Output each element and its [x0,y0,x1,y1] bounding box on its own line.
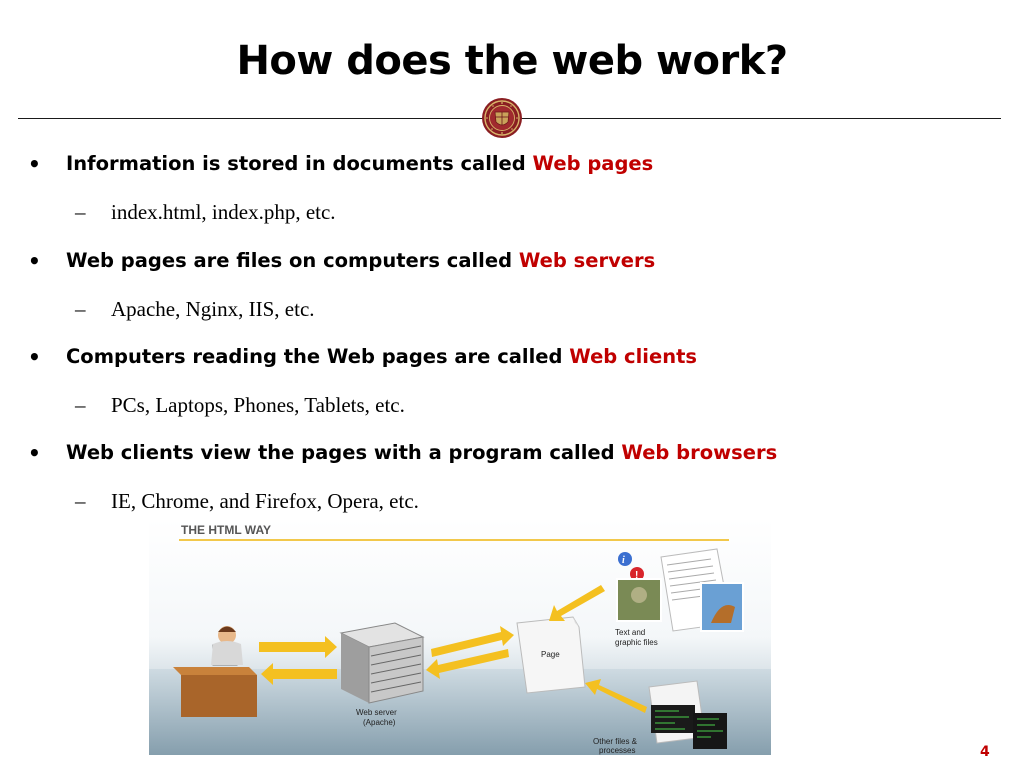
svg-text:i: i [622,555,625,566]
bullet-dot: • [28,345,41,369]
sub-bullet-dash: – [75,297,86,321]
arrow-other-to-page [585,679,647,713]
sub-bullet-dash: – [75,489,86,513]
bullet-dot: • [28,249,41,273]
sub-bullet-4-text: IE, Chrome, and Firefox, Opera, etc. [111,489,419,513]
sub-bullet-3-text: PCs, Laptops, Phones, Tablets, etc. [111,393,405,417]
bullet-4-text: Web clients view the pages with a progra… [66,441,622,464]
web-server-icon [339,622,425,704]
sub-bullet-dash: – [75,393,86,417]
arrow-files-to-page [549,585,605,621]
bullet-2-text: Web pages are files on computers called [66,249,519,272]
arrow-server-to-client-bottom [261,663,337,685]
banner-underline [179,539,729,541]
page-document-icon [516,616,586,694]
sub-bullet-2-text: Apache, Nginx, IIS, etc. [111,297,315,321]
page-number: 4 [980,744,990,760]
arrow-server-to-page [431,626,514,657]
bullet-1-highlight: Web pages [532,152,654,175]
bullet-dot: • [28,441,41,465]
bullet-3-text: Computers reading the Web pages are call… [66,345,570,368]
bullet-dot: • [28,152,41,176]
computer-user-icon [173,626,257,717]
diagram-banner: THE HTML WAY [181,523,271,537]
text-graphic-label-line1: Text and [615,628,645,637]
slide-title: How does the web work? [236,38,788,84]
html-way-diagram: THE HTML WAY Web server (Apache) Page [149,519,771,755]
web-server-label-line1: Web server [356,708,397,717]
bullet-3-highlight: Web clients [569,345,697,368]
page-label: Page [541,650,560,659]
arrow-page-to-server [426,649,509,679]
arrow-client-to-server-top [259,636,337,658]
text-graphic-label-line2: graphic files [615,638,658,647]
bullet-2-highlight: Web servers [518,249,656,272]
sub-bullet-dash: – [75,200,86,224]
bullet-1-text: Information is stored in documents calle… [66,152,533,175]
other-files-label-line2: processes [599,746,635,755]
bullet-4-highlight: Web browsers [621,441,778,464]
web-server-label-line2: (Apache) [363,718,396,727]
svg-text:!: ! [635,570,638,581]
other-files-processes-icon [648,680,727,749]
sub-bullet-1-text: index.html, index.php, etc. [111,200,336,224]
university-seal-icon [482,98,522,138]
other-files-label-line1: Other files & [593,737,638,746]
text-graphic-files-icon: i ! [616,548,744,632]
